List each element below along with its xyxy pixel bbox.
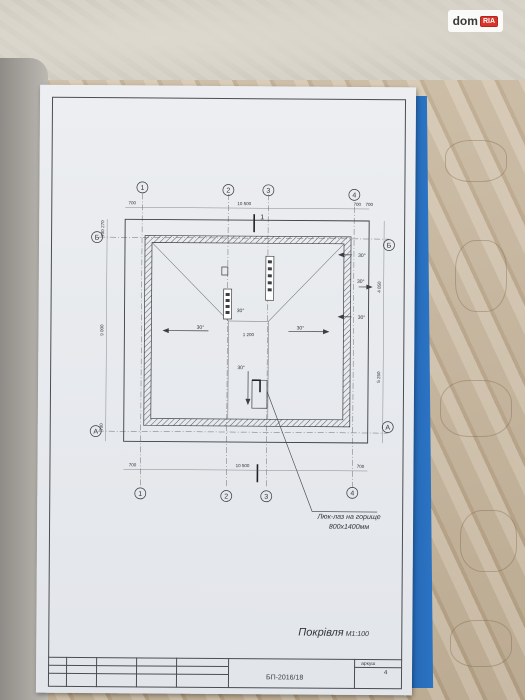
dim-left-0: 700 [99, 423, 104, 431]
logo-brand-text: dom [452, 14, 478, 28]
axis-left-b: Б [95, 235, 100, 242]
axis-bottom-4: 4 [350, 490, 354, 497]
hatch-note-line1: Люк-лаз на горище [316, 514, 380, 521]
slope-label-r1: 30° [358, 253, 366, 259]
slope-label-left: 30° [197, 325, 205, 331]
sheet-scale: М1:100 [345, 630, 369, 639]
slope-label-r2: 30° [357, 279, 365, 285]
sheet-code: БП-2016/18 [265, 674, 304, 682]
axis-top-2: 2 [226, 187, 230, 194]
dim-top-0: 700 [129, 200, 137, 205]
section-mark-label: 1 [260, 214, 264, 221]
page-number: 4 [384, 670, 388, 677]
wall-hatch [143, 235, 352, 428]
axis-bottom-1: 1 [138, 491, 142, 498]
dim-bottom-2: 700 [357, 464, 365, 469]
dim-top-2: 700 [354, 202, 362, 207]
hatch-note-line2: 800х1400мм [329, 524, 370, 531]
dim-center: 1 200 [243, 332, 255, 337]
axis-right-b: Б [387, 243, 392, 250]
roof-plan-drawing: 1 1 2 3 4 1 2 3 4 Б А Б [89, 181, 395, 531]
watermark-logo: dom RIA [447, 10, 503, 32]
leader-line [266, 391, 313, 512]
dim-bottom-0: 700 [129, 462, 137, 467]
axis-top-1: 1 [140, 185, 144, 192]
axis-top-3: 3 [266, 188, 270, 195]
dim-left-2: 700 [100, 229, 105, 237]
dim-top-1: 10 500 [237, 201, 251, 206]
drawing-sheet: 1 1 2 3 4 1 2 3 4 Б А Б [35, 84, 417, 696]
axis-bottom-3: 3 [264, 494, 268, 501]
axis-left-a: А [93, 429, 98, 436]
roof-outline [123, 218, 370, 444]
sheet-label: аркуш [361, 660, 376, 668]
dim-right-1: 5 250 [376, 371, 381, 383]
dim-bottom-1: 10 500 [236, 463, 250, 468]
sheet-title-text: Покрівля [298, 626, 344, 639]
dim-left-3: 270 [100, 220, 105, 228]
slope-label-r3: 30° [358, 315, 366, 321]
dim-top-3: 700 [366, 202, 374, 207]
vent-small [221, 266, 229, 276]
dim-left-1: 9 000 [99, 324, 104, 336]
slope-label-bottom: 30° [237, 365, 245, 371]
slope-label-center: 30° [237, 308, 245, 314]
slope-label-right: 30° [297, 325, 305, 331]
axis-bottom-2: 2 [224, 493, 228, 500]
wallpaper-background [0, 0, 525, 95]
dim-right-0: 4 050 [377, 281, 382, 293]
axis-top-4: 4 [352, 192, 356, 199]
axis-right-a: А [385, 425, 390, 432]
logo-badge: RIA [479, 15, 498, 27]
attic-hatch [251, 379, 268, 409]
